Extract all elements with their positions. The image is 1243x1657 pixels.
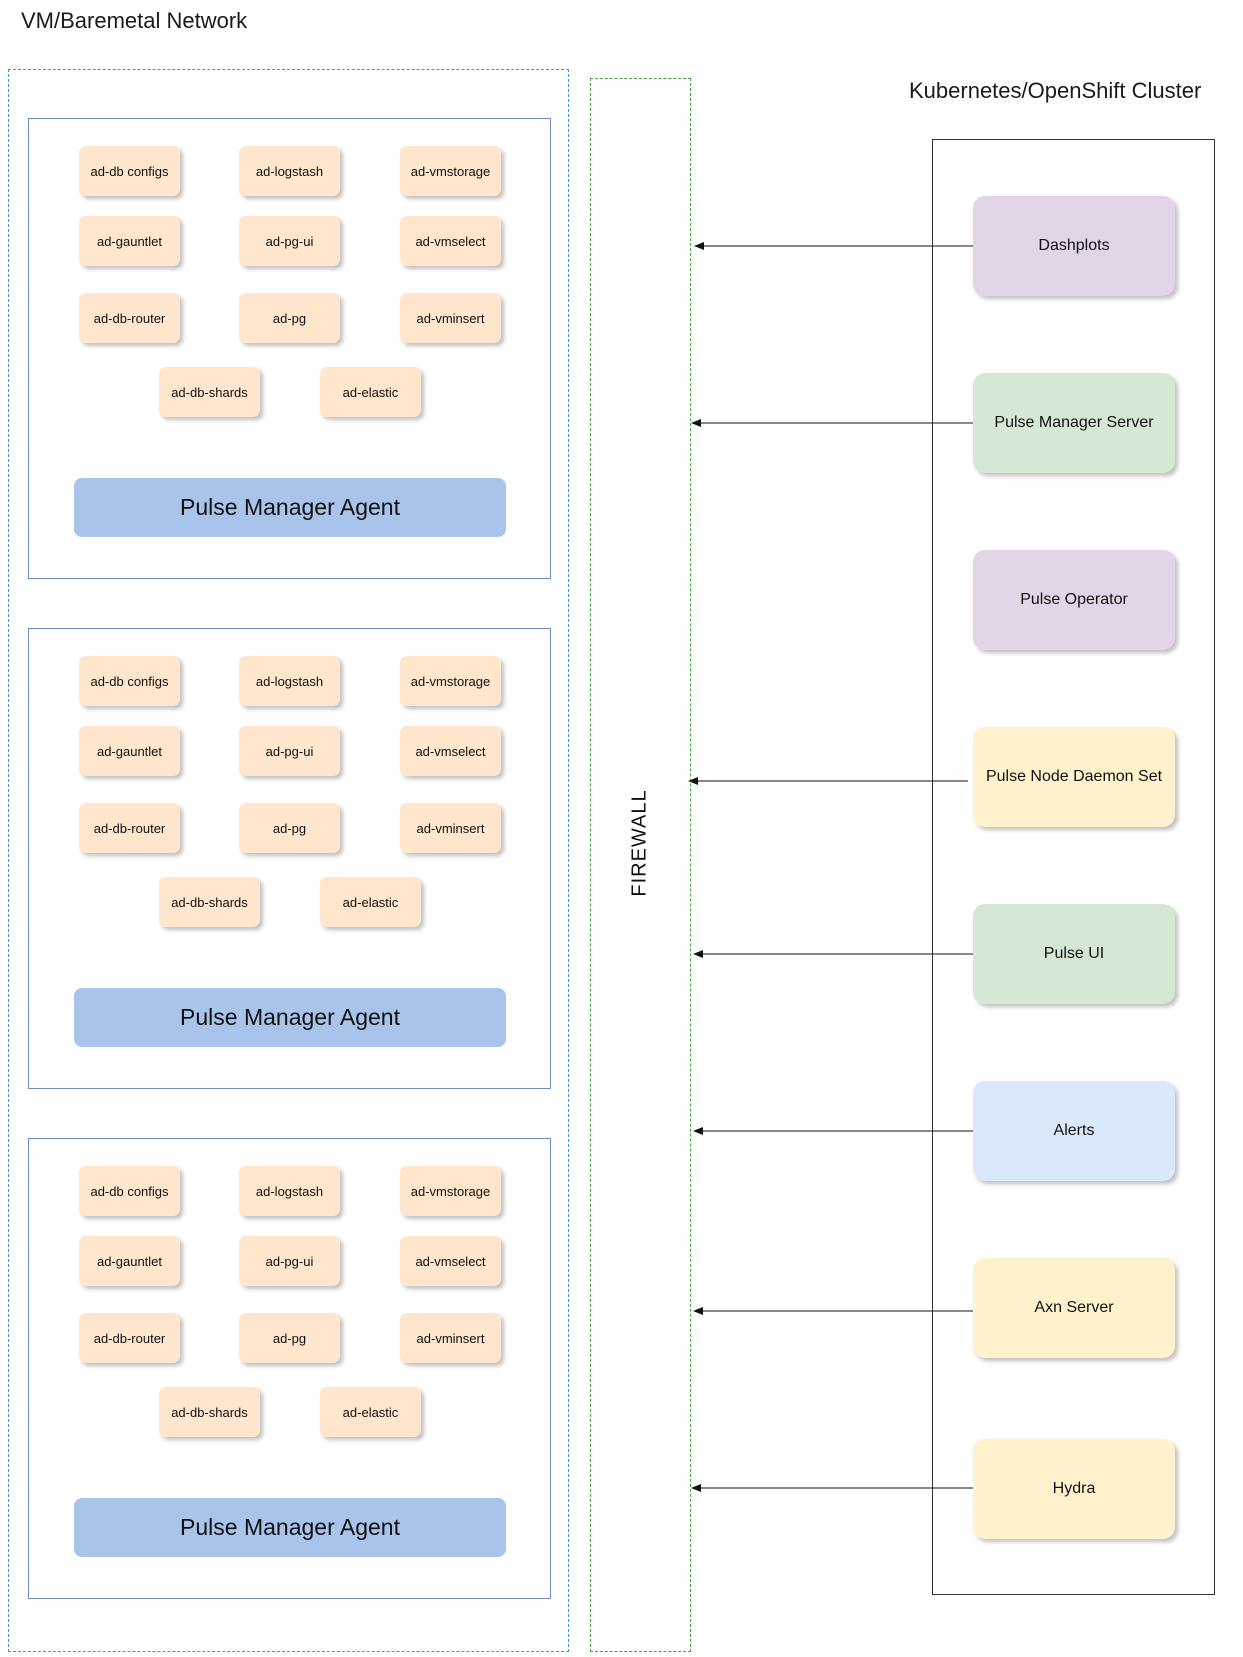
service-box: ad-gauntlet [79,1236,180,1286]
cluster-component: Alerts [973,1081,1175,1181]
service-box: ad-pg [239,1313,340,1363]
vm-network-boundary [8,69,569,1652]
service-box: ad-pg-ui [239,216,340,266]
service-box: ad-db-shards [159,1387,260,1437]
service-box: ad-pg [239,803,340,853]
cluster-boundary [932,139,1215,1595]
host-box: ad-db configs ad-logstash ad-vmstorage a… [28,628,551,1089]
cluster-component: Pulse Operator [973,550,1175,650]
service-box: ad-logstash [239,146,340,196]
service-box: ad-vmstorage [400,1166,501,1216]
pulse-manager-agent: Pulse Manager Agent [74,1498,506,1557]
service-box: ad-db configs [79,1166,180,1216]
service-box: ad-vmstorage [400,656,501,706]
cluster-title: Kubernetes/OpenShift Cluster [909,78,1202,103]
service-box: ad-pg-ui [239,1236,340,1286]
host-box: ad-db configs ad-logstash ad-vmstorage a… [28,118,551,579]
service-box: ad-elastic [320,367,421,417]
cluster-component: Pulse Manager Server [973,373,1175,473]
service-box: ad-vmstorage [400,146,501,196]
service-box: ad-vminsert [400,803,501,853]
service-box: ad-pg [239,293,340,343]
service-box: ad-logstash [239,1166,340,1216]
service-box: ad-db-router [79,1313,180,1363]
pulse-manager-agent: Pulse Manager Agent [74,478,506,537]
pulse-manager-agent: Pulse Manager Agent [74,988,506,1047]
service-box: ad-vminsert [400,293,501,343]
cluster-component: Pulse UI [973,904,1175,1004]
service-box: ad-elastic [320,877,421,927]
cluster-component: Axn Server [973,1258,1175,1358]
service-box: ad-db-router [79,293,180,343]
service-box: ad-gauntlet [79,726,180,776]
service-box: ad-db-shards [159,877,260,927]
host-box: ad-db configs ad-logstash ad-vmstorage a… [28,1138,551,1599]
firewall-boundary [590,78,691,1652]
cluster-component: Dashplots [973,196,1175,296]
service-box: ad-db-shards [159,367,260,417]
service-box: ad-logstash [239,656,340,706]
cluster-component: Pulse Node Daemon Set [973,727,1175,827]
cluster-component: Hydra [973,1439,1175,1539]
service-box: ad-vmselect [400,1236,501,1286]
vm-network-title: VM/Baremetal Network [21,8,248,33]
service-box: ad-vmselect [400,726,501,776]
service-box: ad-vmselect [400,216,501,266]
service-box: ad-pg-ui [239,726,340,776]
service-box: ad-gauntlet [79,216,180,266]
service-box: ad-vminsert [400,1313,501,1363]
service-box: ad-db configs [79,146,180,196]
service-box: ad-db-router [79,803,180,853]
service-box: ad-db configs [79,656,180,706]
service-box: ad-elastic [320,1387,421,1437]
